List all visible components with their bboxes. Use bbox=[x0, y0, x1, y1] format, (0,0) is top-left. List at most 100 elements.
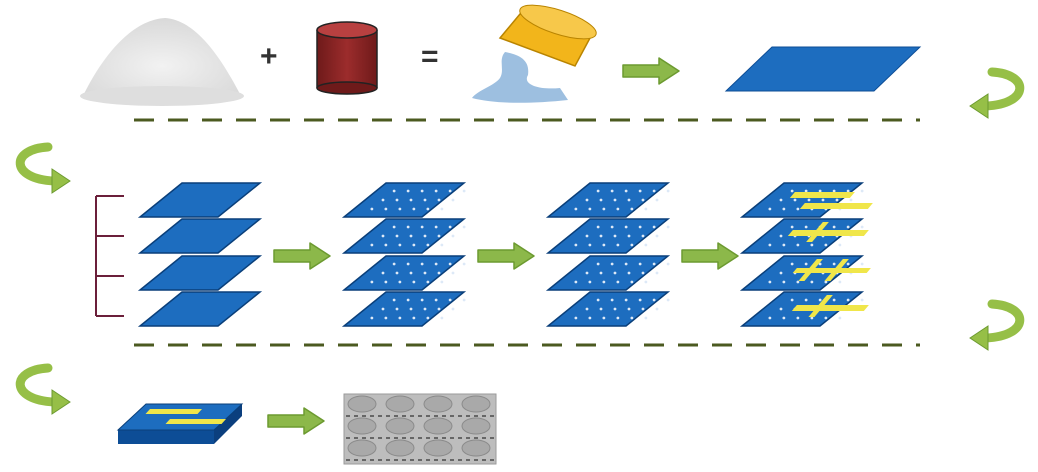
curved-return-arrow-icon bbox=[15, 142, 59, 186]
via-hole bbox=[613, 198, 617, 202]
printed-conductor bbox=[824, 259, 849, 281]
block-side-face bbox=[214, 404, 242, 444]
via-hole bbox=[821, 198, 825, 202]
via-hole bbox=[832, 262, 836, 266]
via-hole bbox=[423, 271, 427, 275]
arrow-right-icon bbox=[622, 57, 680, 85]
arrow-right-icon bbox=[477, 242, 535, 270]
sintered-cell bbox=[423, 439, 453, 457]
via-hole bbox=[835, 198, 839, 202]
sintered-cell bbox=[461, 395, 491, 413]
arrow-right-icon bbox=[267, 407, 325, 435]
via-hole bbox=[624, 298, 628, 302]
via-hole bbox=[462, 298, 466, 302]
via-hole bbox=[779, 198, 783, 202]
via-hole bbox=[838, 316, 842, 320]
via-hole bbox=[810, 316, 814, 320]
via-hole bbox=[370, 207, 374, 211]
via-hole bbox=[398, 316, 402, 320]
via-hole bbox=[627, 234, 631, 238]
via-hole bbox=[616, 280, 620, 284]
via-hole bbox=[824, 243, 828, 247]
sintered-cell bbox=[461, 439, 491, 457]
printed-conductor bbox=[791, 305, 869, 311]
via-hole bbox=[588, 280, 592, 284]
via-hole bbox=[624, 262, 628, 266]
stack-filled-vias bbox=[545, 182, 671, 327]
via-hole bbox=[790, 298, 794, 302]
via-hole bbox=[409, 271, 413, 275]
via-hole bbox=[599, 198, 603, 202]
sintered-cell bbox=[385, 395, 415, 413]
sintered-cell bbox=[347, 439, 377, 457]
sintered-cell bbox=[347, 395, 377, 413]
via-hole bbox=[370, 280, 374, 284]
via-hole bbox=[796, 316, 800, 320]
via-hole bbox=[440, 243, 444, 247]
via-hole bbox=[655, 271, 659, 275]
via-hole bbox=[804, 298, 808, 302]
via-hole bbox=[782, 280, 786, 284]
via-hole bbox=[610, 189, 614, 193]
via-hole bbox=[406, 262, 410, 266]
via-hole bbox=[596, 298, 600, 302]
via-hole bbox=[574, 316, 578, 320]
via-hole bbox=[599, 234, 603, 238]
tape-layer bbox=[341, 291, 467, 327]
return-arrow-left-bottom bbox=[15, 363, 71, 415]
via-hole bbox=[395, 234, 399, 238]
arrow-row3 bbox=[267, 407, 325, 435]
via-hole bbox=[434, 298, 438, 302]
tape-layer bbox=[341, 218, 467, 254]
via-hole bbox=[832, 189, 836, 193]
via-hole bbox=[768, 280, 772, 284]
via-hole bbox=[652, 298, 656, 302]
can-body bbox=[317, 30, 377, 88]
via-hole bbox=[440, 280, 444, 284]
via-hole bbox=[610, 262, 614, 266]
via-hole bbox=[779, 271, 783, 275]
via-hole bbox=[451, 234, 455, 238]
via-hole bbox=[818, 298, 822, 302]
via-hole bbox=[384, 280, 388, 284]
via-hole bbox=[638, 262, 642, 266]
sintered-cell bbox=[423, 395, 453, 413]
via-hole bbox=[624, 225, 628, 229]
stack-punched-vias bbox=[341, 182, 467, 327]
plus-sign: + bbox=[260, 40, 278, 73]
via-hole bbox=[426, 207, 430, 211]
tape-layer bbox=[137, 218, 263, 254]
via-hole bbox=[585, 198, 589, 202]
arrow-row1 bbox=[622, 57, 680, 85]
via-hole bbox=[652, 225, 656, 229]
via-hole bbox=[644, 280, 648, 284]
via-hole bbox=[381, 271, 385, 275]
powder-pile-icon bbox=[80, 18, 244, 106]
via-hole bbox=[426, 280, 430, 284]
via-hole bbox=[451, 271, 455, 275]
via-hole bbox=[824, 316, 828, 320]
via-hole bbox=[596, 262, 600, 266]
via-hole bbox=[824, 280, 828, 284]
via-hole bbox=[585, 271, 589, 275]
via-hole bbox=[588, 243, 592, 247]
tape-layer bbox=[137, 291, 263, 327]
via-hole bbox=[599, 307, 603, 311]
arrow-right-icon bbox=[681, 242, 739, 270]
via-hole bbox=[574, 280, 578, 284]
via-hole bbox=[790, 262, 794, 266]
equals-sign: = bbox=[421, 40, 439, 73]
via-hole bbox=[437, 198, 441, 202]
via-hole bbox=[370, 243, 374, 247]
via-hole bbox=[406, 189, 410, 193]
via-hole bbox=[810, 280, 814, 284]
arrow-row2-c bbox=[681, 242, 739, 270]
via-hole bbox=[810, 243, 814, 247]
via-hole bbox=[627, 307, 631, 311]
arrow-head bbox=[51, 389, 71, 415]
via-hole bbox=[384, 207, 388, 211]
via-hole bbox=[638, 298, 642, 302]
via-hole bbox=[420, 189, 424, 193]
slurry-puddle bbox=[472, 52, 568, 103]
